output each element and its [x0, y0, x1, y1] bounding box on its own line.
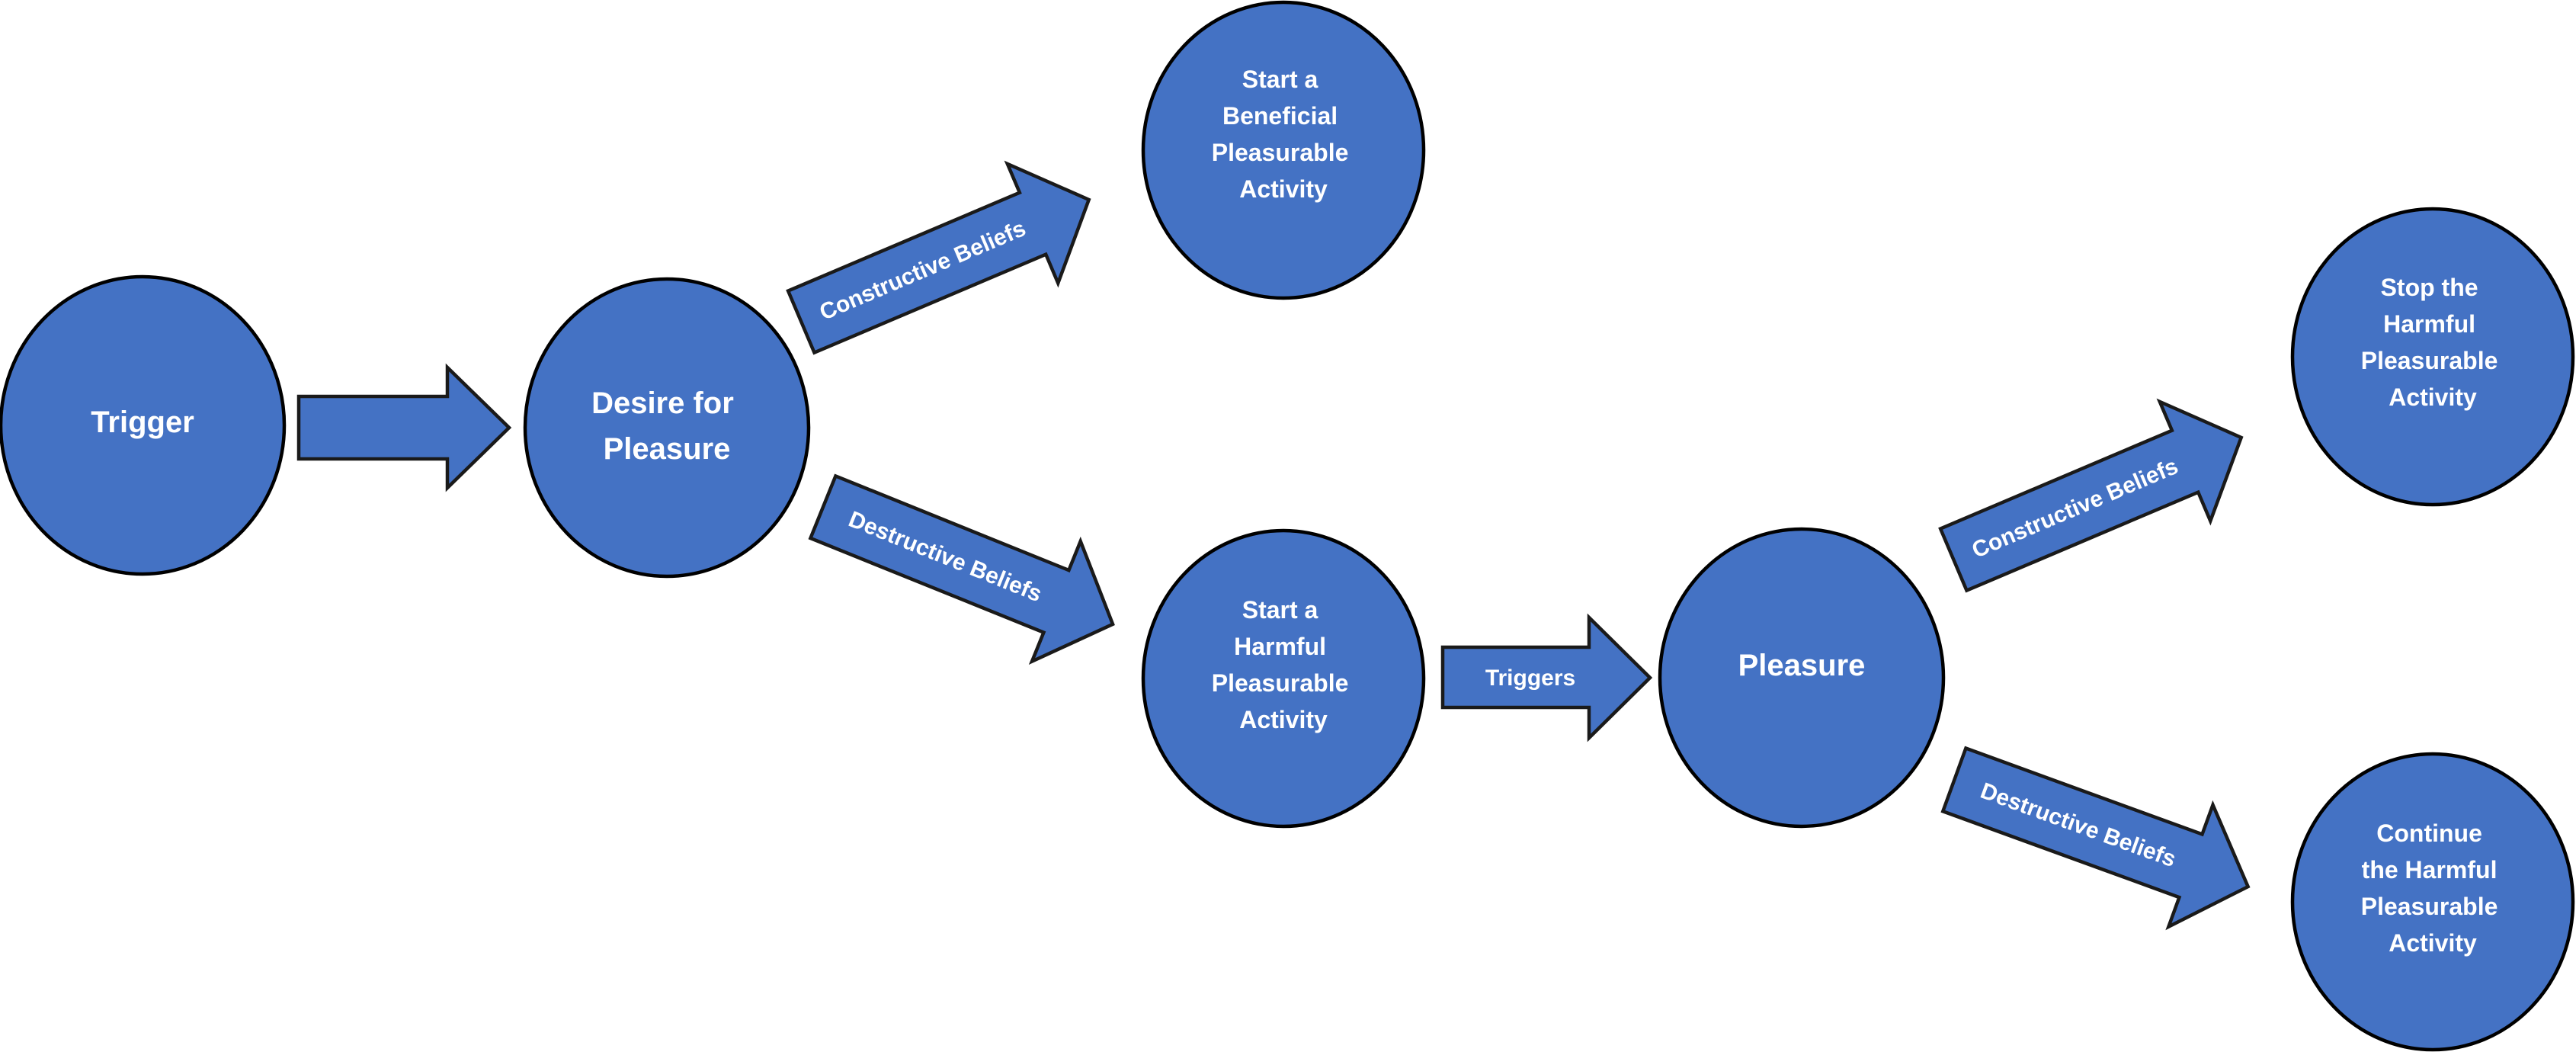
- node-desire-for-pleasure: Desire for Pleasure: [523, 277, 811, 579]
- arrow-trigger-to-desire-shape: [296, 363, 512, 492]
- node-stop-label: Stop the Harmful Pleasurable Activity: [2361, 274, 2505, 411]
- arrow-destructive-beliefs-1: Destructive Beliefs: [808, 473, 1115, 666]
- node-harmful-label: Start a Harmful Pleasurable Activity: [1212, 596, 1356, 733]
- node-pleasure-label: Pleasure: [1738, 649, 1866, 682]
- node-continue-shape: [2290, 752, 2575, 1052]
- node-trigger-shape: [0, 274, 287, 576]
- arrow-trigger-to-desire: [296, 363, 512, 492]
- node-start-beneficial-activity: Start a Beneficial Pleasurable Activity: [1141, 0, 1426, 300]
- node-stop-shape: [2290, 207, 2575, 507]
- node-beneficial-label: Start a Beneficial Pleasurable Activity: [1212, 66, 1356, 203]
- node-stop-harmful-activity: Stop the Harmful Pleasurable Activity: [2290, 207, 2575, 507]
- node-trigger: Trigger: [0, 274, 287, 576]
- node-start-harmful-activity: Start a Harmful Pleasurable Activity: [1141, 528, 1426, 829]
- node-pleasure: Pleasure: [1658, 527, 1946, 829]
- node-desire-label: Desire for Pleasure: [591, 386, 742, 466]
- node-trigger-label: Trigger: [91, 406, 194, 439]
- node-continue-harmful-activity: Continue the Harmful Pleasurable Activit…: [2290, 752, 2575, 1052]
- arrow-destructive-beliefs-2-shape: [1940, 746, 2251, 931]
- node-pleasure-shape: [1658, 527, 1946, 829]
- arrow-destructive-beliefs-1-shape: [808, 473, 1115, 666]
- arrow-constructive-beliefs-2-shape: [1938, 398, 2244, 593]
- node-harmful-shape: [1141, 528, 1426, 829]
- arrow-triggers-shape: [1440, 613, 1653, 742]
- node-desire-shape: [523, 277, 811, 579]
- arrow-triggers: Triggers: [1440, 613, 1653, 742]
- node-continue-label: Continue the Harmful Pleasurable Activit…: [2361, 819, 2505, 957]
- arrow-destructive-beliefs-2: Destructive Beliefs: [1940, 746, 2251, 931]
- arrow-constructive-beliefs-1: Constructive Beliefs: [786, 160, 1091, 355]
- arrow-constructive-beliefs-2: Constructive Beliefs: [1938, 398, 2244, 593]
- arrow-triggers-label: Triggers: [1485, 666, 1575, 691]
- node-beneficial-shape: [1141, 0, 1426, 300]
- arrow-constructive-beliefs-1-shape: [786, 160, 1091, 355]
